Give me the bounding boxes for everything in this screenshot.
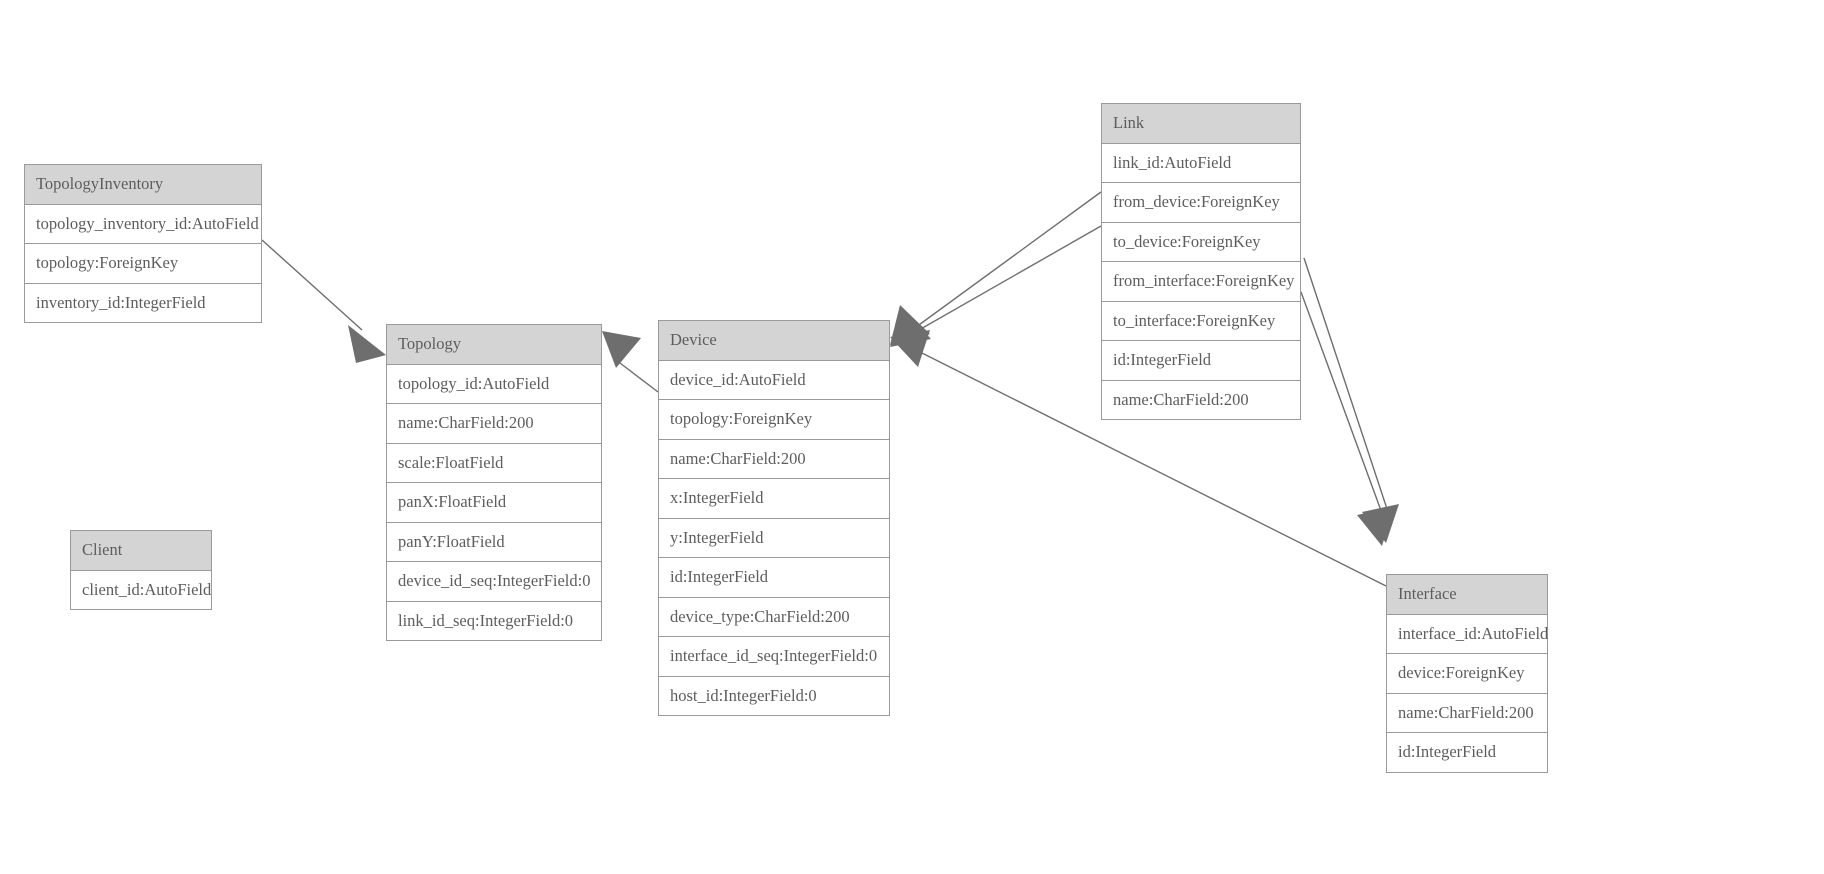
entity-field[interactable]: device_id_seq:IntegerField:0	[387, 562, 601, 602]
entity-field[interactable]: device:ForeignKey	[1387, 654, 1547, 694]
edge-link-from-interface	[1303, 257, 1399, 543]
entity-client[interactable]: Client client_id:AutoField	[70, 530, 212, 610]
entity-field[interactable]: topology:ForeignKey	[25, 244, 261, 284]
entity-field[interactable]: to_device:ForeignKey	[1102, 222, 1300, 262]
edge-link-to-interface	[1300, 291, 1394, 546]
entity-field[interactable]: device_type:CharField:200	[659, 597, 889, 637]
entity-field[interactable]: device_id:AutoField	[659, 360, 889, 400]
entity-field[interactable]: link_id:AutoField	[1102, 143, 1300, 183]
entity-device[interactable]: Device device_id:AutoField topology:Fore…	[658, 320, 890, 716]
entity-field[interactable]: name:CharField:200	[387, 404, 601, 444]
edge-link-from-device	[890, 191, 1102, 345]
entity-field[interactable]: name:CharField:200	[659, 439, 889, 479]
entity-field[interactable]: from_interface:ForeignKey	[1102, 262, 1300, 302]
entity-topology[interactable]: Topology topology_id:AutoField name:Char…	[386, 324, 602, 641]
entity-title-interface: Interface	[1387, 575, 1547, 615]
entity-field[interactable]: x:IntegerField	[659, 479, 889, 519]
entity-interface[interactable]: Interface interface_id:AutoField device:…	[1386, 574, 1548, 773]
entity-field[interactable]: panY:FloatField	[387, 522, 601, 562]
entity-field[interactable]: interface_id_seq:IntegerField:0	[659, 637, 889, 677]
entity-field[interactable]: id:IntegerField	[1387, 733, 1547, 772]
entity-field[interactable]: to_interface:ForeignKey	[1102, 301, 1300, 341]
entity-field[interactable]: link_id_seq:IntegerField:0	[387, 601, 601, 640]
entity-field[interactable]: interface_id:AutoField	[1387, 614, 1548, 654]
entity-field[interactable]: panX:FloatField	[387, 483, 601, 523]
edge-topologyinventory-topology	[261, 239, 386, 363]
entity-title-topology: Topology	[387, 325, 601, 365]
entity-field[interactable]: topology_id:AutoField	[387, 364, 601, 404]
entity-field[interactable]: id:IntegerField	[1102, 341, 1300, 381]
entity-field[interactable]: scale:FloatField	[387, 443, 601, 483]
entity-field[interactable]: name:CharField:200	[1387, 693, 1547, 733]
entity-title-topology-inventory: TopologyInventory	[25, 165, 261, 205]
entity-title-device: Device	[659, 321, 889, 361]
entity-field[interactable]: inventory_id:IntegerField	[25, 283, 261, 322]
entity-title-client: Client	[71, 531, 211, 571]
entity-topology-inventory[interactable]: TopologyInventory topology_inventory_id:…	[24, 164, 262, 323]
entity-field[interactable]: y:IntegerField	[659, 518, 889, 558]
entity-field[interactable]: id:IntegerField	[659, 558, 889, 598]
entity-title-link: Link	[1102, 104, 1300, 144]
entity-field[interactable]: name:CharField:200	[1102, 380, 1300, 419]
entity-field[interactable]: topology_inventory_id:AutoField	[25, 204, 261, 244]
entity-field[interactable]: client_id:AutoField	[71, 570, 211, 609]
entity-field[interactable]: topology:ForeignKey	[659, 400, 889, 440]
edge-device-topology	[602, 331, 659, 393]
entity-field[interactable]: from_device:ForeignKey	[1102, 183, 1300, 223]
entity-field[interactable]: host_id:IntegerField:0	[659, 676, 889, 715]
entity-link[interactable]: Link link_id:AutoField from_device:Forei…	[1101, 103, 1301, 420]
edge-link-to-device	[890, 225, 1102, 347]
